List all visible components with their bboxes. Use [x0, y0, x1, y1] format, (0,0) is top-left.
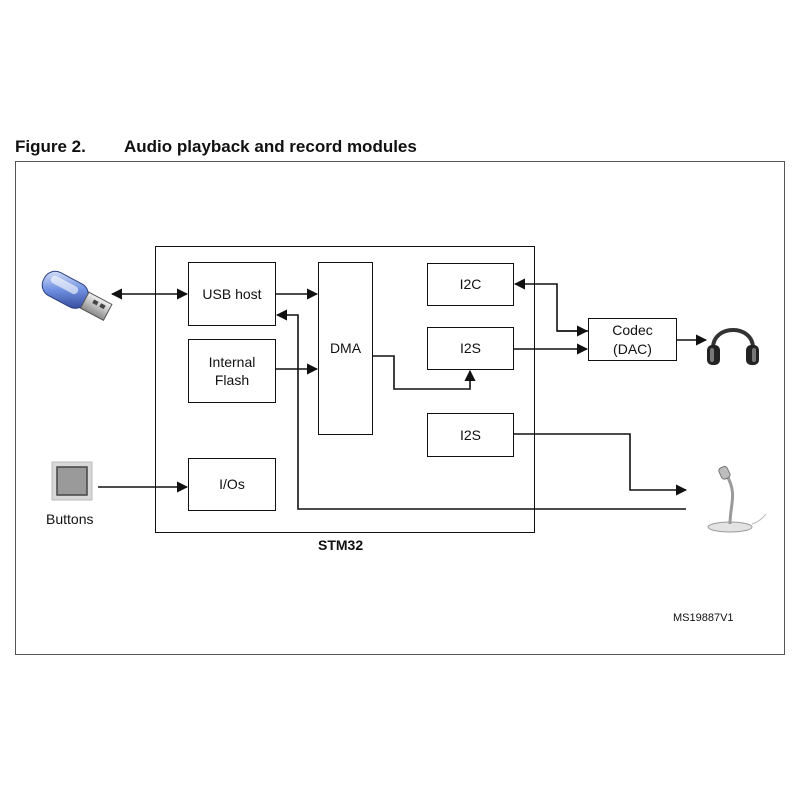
figure-title: Audio playback and record modules: [124, 137, 417, 156]
usb-host-block: USB host: [188, 262, 276, 326]
dma-to-i2s-arrow: [373, 355, 476, 390]
codec-dac-block: Codec (DAC): [588, 318, 677, 361]
i2s-to-microphone-arrow: [514, 433, 688, 496]
ios-block: I/Os: [188, 458, 276, 511]
i2s-input-block: I2S: [427, 413, 514, 457]
figure-number: Figure 2.: [15, 137, 86, 156]
stm32-block: [155, 246, 535, 533]
stm32-label: STM32: [318, 537, 364, 553]
headphones-icon: [707, 328, 759, 365]
figure-frame: [15, 161, 785, 655]
figure-reference-code: MS19887V1: [673, 612, 734, 624]
microphone-icon: [707, 465, 767, 533]
usb-stick-icon: [41, 270, 113, 321]
microphone-to-usb-host-arrow: [275, 309, 686, 510]
push-button-icon: [51, 461, 93, 501]
buttons-label: Buttons: [46, 511, 94, 527]
codec-to-i2c-arrow: [513, 278, 588, 332]
dma-block: DMA: [318, 262, 373, 435]
i2c-block: I2C: [427, 263, 514, 306]
i2s-output-block: I2S: [427, 327, 514, 370]
internal-flash-block: Internal Flash: [188, 339, 276, 403]
